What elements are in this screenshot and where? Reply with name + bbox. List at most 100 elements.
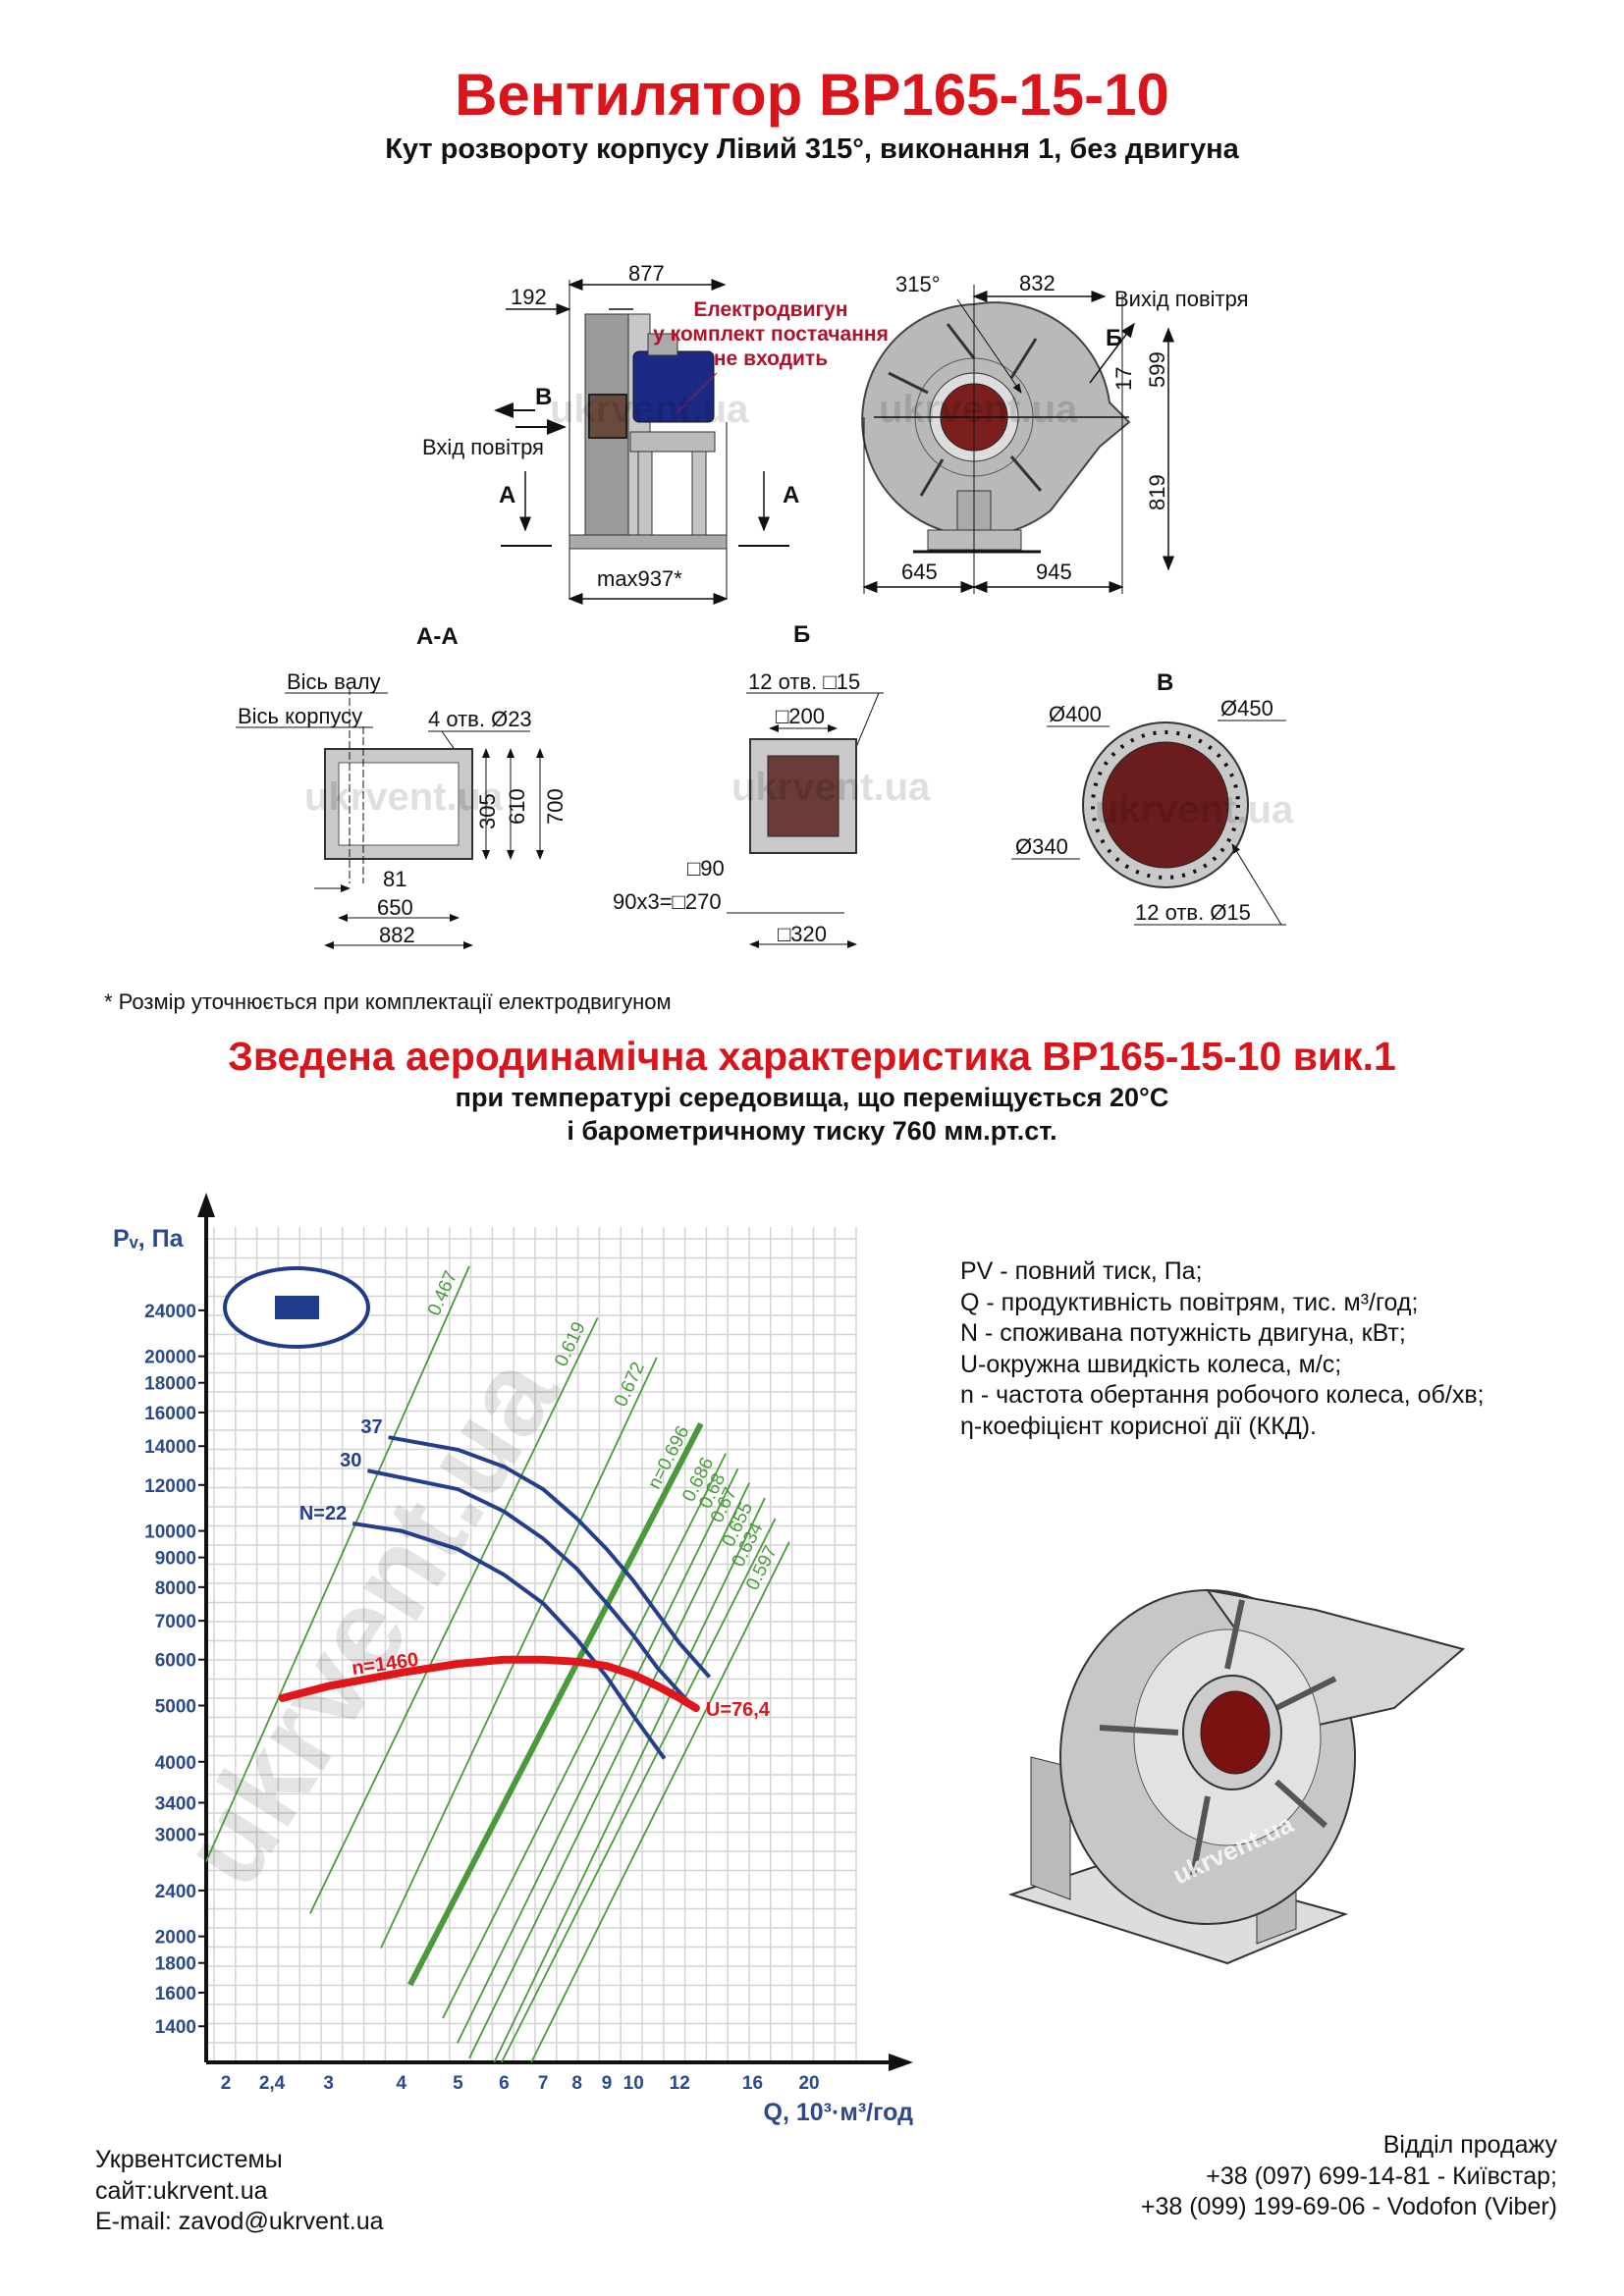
y-tick-label: 3400 [155,1793,196,1814]
dia-450: Ø450 [1220,696,1273,721]
y-tick-label: 16000 [144,1404,196,1424]
dim-270: 90x3=□270 [613,889,722,914]
fan-3d-illustration: ukrvent.ua [1007,1588,1466,1965]
phone-vodafone[interactable]: +38 (099) 199-69-06 - Vodofon (Viber) [1140,2193,1557,2220]
pressure-curve-end-label: U=76,4 [706,1699,771,1721]
y-tick-label: 2400 [155,1882,196,1902]
x-tick-label: 5 [453,2073,463,2094]
watermark: ukrvent.ua [879,388,1078,431]
x-tick-label: 2,4 [259,2073,286,2094]
chart-legend: PV - повний тиск, Па; Q - продуктивність… [960,1256,1485,1442]
y-tick-label: 2000 [155,1928,196,1949]
y-tick-label: 1600 [155,1984,196,2004]
section-a-left: А [499,482,515,508]
power-curve [366,1468,696,1710]
watermark: ukrvent.ua [304,775,504,819]
y-tick-label: 12000 [144,1476,196,1497]
y-axis-arrow [197,1193,215,1217]
y-tick-label: 7000 [155,1612,196,1632]
y-tick-label: 20000 [144,1348,196,1368]
x-tick-label: 16 [742,2073,763,2094]
efficiency-line [530,1541,790,2063]
power-curve [388,1435,712,1679]
section-aa-title: А-А [416,623,459,650]
efficiency-line [309,1317,599,1914]
dia-400: Ø400 [1049,702,1102,726]
x-tick-label: 7 [538,2073,549,2094]
legend-item: η-коефіцієнт корисної дії (ККД). [960,1412,1317,1440]
site-link[interactable]: сайт:ukrvent.ua [95,2176,268,2205]
dim-650: 650 [377,895,413,920]
power-curve-label: N=22 [299,1503,347,1524]
dim-90: □90 [687,856,725,881]
legend-item: n - частота обертання робочого колеса, о… [960,1381,1485,1409]
x-tick-label: 12 [670,2073,690,2094]
footer-sales: Відділ продажу +38 (097) 699-14-81 - Киї… [1141,2130,1557,2223]
label-b: Б [1106,325,1122,351]
dim-305: 305 [475,793,500,829]
power-curve-label: 37 [360,1416,382,1438]
dim-877: 877 [628,261,665,286]
dim-599: 599 [1145,351,1169,388]
holes-label-b: 12 отв. □15 [748,669,860,694]
dim-192: 192 [511,285,547,309]
dim-320: □320 [778,922,827,946]
email-link[interactable]: E-mail: zavod@ukrvent.ua [95,2208,384,2235]
y-tick-label: 18000 [144,1374,196,1395]
dia-340: Ø340 [1015,834,1068,859]
efficiency-line [442,1453,728,2019]
footnote: * Розмір уточнюється при комплектації ел… [104,989,672,1014]
section-aa-drawing: А-А Вісь валу Вісь корпусу 4 отв. Ø23 30… [236,623,568,949]
section-v-drawing: В Ø400 Ø450 Ø340 12 отв. Ø15 [1011,669,1286,926]
dim-700: 700 [543,788,568,825]
y-tick-label: 14000 [144,1437,196,1458]
y-tick-label: 1800 [155,1954,196,1975]
x-tick-label: 10 [623,2073,644,2094]
section-v-title: В [1157,669,1173,696]
watermarks: ukrvent.ua ukrvent.ua ukrvent.ua ukrvent… [304,388,1294,831]
y-tick-label: 1400 [155,2017,196,2038]
y-tick-label: 5000 [155,1696,196,1717]
efficiency-line [407,1422,704,1987]
aero-heading: Зведена аеродинамічна характеристика ВР1… [228,1034,1396,1079]
x-tick-label: 4 [397,2073,407,2094]
dim-17: 17 [1111,367,1136,391]
efficiency-line [457,1468,739,2044]
efficiency-line [501,1518,777,2063]
watermark: ukrvent.ua [550,388,749,431]
y-tick-label: 8000 [155,1578,196,1599]
x-axis-label: Q, 10³·м³/год [764,2099,914,2126]
x-tick-label: 8 [571,2073,582,2094]
holes-label-aa: 4 отв. Ø23 [428,707,532,731]
legend-item: Q - продуктивність повітрям, тис. м³/год… [960,1288,1419,1316]
efficiency-line [493,1497,766,2063]
y-tick-label: 24000 [144,1302,196,1322]
y-tick-label: 6000 [155,1651,196,1672]
x-tick-label: 20 [798,2073,819,2094]
motor-note-line2: у комплект постачання [653,323,889,346]
pressure-curve [278,1655,700,1713]
x-tick-label: 6 [499,2073,510,2094]
dim-832: 832 [1019,271,1056,295]
side-view-drawing: 877 192 В Вхід повітря А А max937* Елект… [422,261,889,605]
efficiency-line [380,1357,658,1949]
section-b-drawing: Б 12 отв. □15 □200 □90 90x3=□270 □320 [613,621,884,948]
page-subtitle: Кут розвороту корпусу Лівий 315°, викона… [385,133,1239,165]
efficiency-line [468,1482,751,2059]
legend-item: N - споживана потужність двигуна, кВт; [960,1319,1406,1347]
y-axis-label: Pᵥ, Па [113,1225,185,1253]
front-view-drawing: 315° 832 Вихід повітря Б 17 599 819 645 … [861,271,1249,594]
x-tick-label: 9 [602,2073,613,2094]
watermark: ukrvent.ua [1095,788,1294,831]
angle-315: 315° [895,272,941,296]
efficiency-line [205,1265,470,1862]
technical-drawings: 877 192 В Вхід повітря А А max937* Елект… [236,261,1294,949]
dim-81: 81 [383,867,406,891]
footer-contacts: Укрвентсистемы сайт:ukrvent.ua E-mail: z… [95,2145,384,2238]
power-curve-label: 30 [340,1450,361,1471]
phone-kyivstar[interactable]: +38 (097) 699-14-81 - Київстар; [1206,2162,1557,2190]
holes-label-v: 12 отв. Ø15 [1135,900,1251,925]
dim-819: 819 [1145,474,1169,510]
legend-item: PV - повний тиск, Па; [960,1257,1203,1285]
body-axis-label: Вісь корпусу [238,704,362,728]
